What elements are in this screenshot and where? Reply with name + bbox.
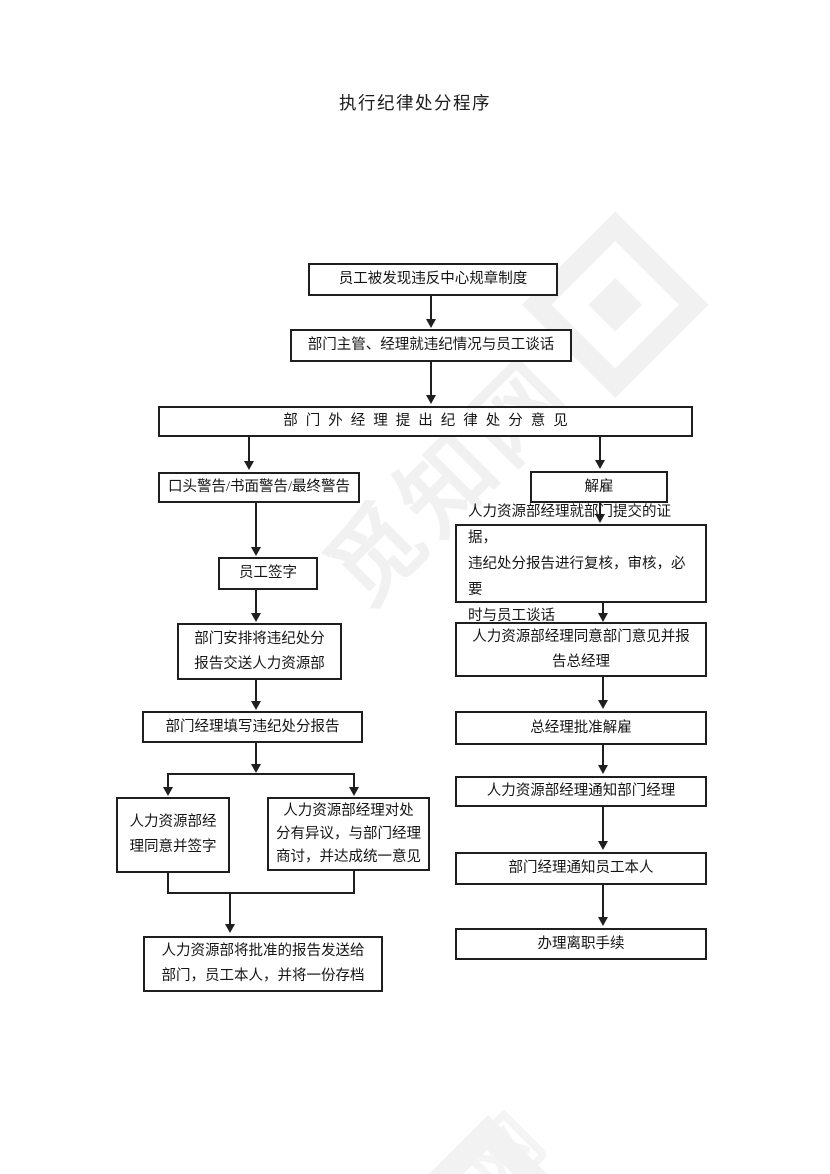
flow-node-fill-report: 部门经理填写违纪处分报告: [142, 711, 363, 743]
arrow-down-icon: [244, 461, 254, 470]
flow-node-hr-notify-dept: 人力资源部经理通知部门经理: [455, 776, 707, 807]
flow-connector: [602, 807, 604, 842]
flow-node-label-line: 部门安排将违纪处分: [194, 630, 325, 647]
watermark-diamond-bottom-icon: [403, 1115, 573, 1174]
arrow-down-icon: [225, 924, 235, 933]
flow-node-talk: 部门主管、经理就违纪情况与员工谈话: [290, 329, 572, 362]
flow-node-label-line: 分有异议，与部门经理: [276, 825, 421, 842]
arrow-down-icon: [163, 787, 173, 796]
flow-node-hr-review: 人力资源部经理就部门提交的证据， 违纪处分报告进行复核，审核，必要 时与员工谈话: [455, 504, 707, 624]
flow-node-warning: 口头警告/书面警告/最终警告: [158, 472, 360, 503]
arrow-down-icon: [598, 917, 608, 926]
arrow-down-icon: [349, 787, 359, 796]
flow-node-label: 解雇: [584, 478, 614, 495]
flow-node-label: 部门主管、经理就违纪情况与员工谈话: [307, 337, 555, 353]
flow-connector: [167, 773, 169, 788]
arrow-down-icon: [598, 700, 608, 709]
arrow-down-icon: [426, 319, 436, 328]
arrow-down-icon: [595, 460, 605, 469]
flow-node-label: 部门外经理提出纪律处分意见: [283, 413, 576, 429]
flow-connector: [602, 603, 604, 614]
flow-node-label-line: 部门，员工本人，并将一份存档: [161, 968, 365, 984]
flow-node-hr-object: 人力资源部经理对处 分有异议，与部门经理 商讨，并达成统一意见: [267, 797, 430, 871]
flow-node-gm-approve: 总经理批准解雇: [455, 711, 707, 745]
flow-node-dismiss: 解雇: [530, 471, 668, 503]
watermark-diamond-inner: [588, 277, 643, 332]
flow-connector: [167, 892, 355, 894]
flow-node-label: 口头警告/书面警告/最终警告: [167, 479, 351, 495]
flow-connector: [602, 677, 604, 701]
flow-connector: [430, 296, 432, 320]
flow-node-label: 部门经理通知员工本人: [508, 860, 654, 876]
flow-node-hr-agree: 人力资源部经 理同意并签字: [116, 797, 230, 873]
flow-node-sign: 员工签字: [218, 557, 318, 590]
flow-node-label-line: 时与员工谈话: [468, 607, 555, 624]
flow-node-propose: 部门外经理提出纪律处分意见: [158, 406, 693, 437]
flow-node-dept-notify-emp: 部门经理通知员工本人: [455, 852, 707, 885]
flow-connector: [229, 892, 231, 925]
flow-connector: [599, 437, 601, 461]
flow-node-label: 部门经理填写违纪处分报告: [165, 718, 340, 735]
flow-connector: [353, 773, 355, 788]
flow-node-label-line: 人力资源部将批准的报告发送给: [161, 943, 365, 959]
arrow-down-icon: [251, 547, 261, 556]
flow-node-label-line: 人力资源部经: [129, 814, 217, 830]
flow-node-label-line: 理同意并签字: [129, 839, 217, 855]
flow-node-hr-distribute: 人力资源部将批准的报告发送给 部门，员工本人，并将一份存档: [143, 936, 383, 992]
flow-node-label-line: 人力资源部经理同意部门意见并报: [472, 628, 690, 645]
flow-connector: [430, 362, 432, 396]
flow-node-label-line: 告总经理: [552, 653, 610, 670]
arrow-down-icon: [251, 764, 261, 773]
flow-connector: [599, 503, 601, 515]
flow-node-label-line: 违纪处分报告进行复核，审核，必要: [468, 555, 686, 598]
flow-connector: [255, 680, 257, 702]
flow-node-leave-procedure: 办理离职手续: [455, 928, 707, 960]
flow-connector: [167, 873, 169, 894]
flow-node-label: 员工签字: [239, 565, 297, 581]
arrow-down-icon: [598, 613, 608, 622]
flow-node-label: 员工被发现违反中心规章制度: [338, 271, 528, 287]
flow-connector: [602, 885, 604, 918]
arrow-down-icon: [598, 765, 608, 774]
arrow-down-icon: [251, 701, 261, 710]
arrow-down-icon: [426, 395, 436, 404]
flow-node-hr-report-gm: 人力资源部经理同意部门意见并报 告总经理: [455, 622, 707, 677]
flow-connector: [255, 743, 257, 765]
flow-node-send-report: 部门安排将违纪处分 报告交送人力资源部: [177, 623, 342, 680]
flow-node-label-line: 人力资源部经理对处: [283, 802, 414, 819]
flow-connector: [255, 590, 257, 614]
flow-connector: [353, 871, 355, 894]
flow-node-label: 办理离职手续: [537, 935, 625, 952]
arrow-down-icon: [595, 514, 605, 523]
arrow-down-icon: [598, 841, 608, 850]
flow-node-label-line: 人力资源部经理就部门提交的证据，: [468, 503, 671, 546]
flow-node-label-line: 商讨，并达成统一意见: [276, 848, 421, 865]
flow-connector: [248, 437, 250, 462]
watermark-diamond-icon: [521, 211, 709, 399]
watermark-text-bottom: 觅知网: [327, 1083, 567, 1174]
flow-connector: [255, 503, 257, 548]
flow-node-violation: 员工被发现违反中心规章制度: [308, 263, 558, 296]
flow-connector: [167, 773, 355, 775]
arrow-down-icon: [251, 613, 261, 622]
flow-node-label: 人力资源部经理通知部门经理: [486, 783, 676, 799]
flow-connector: [602, 745, 604, 766]
flow-node-label: 总经理批准解雇: [530, 719, 632, 736]
flow-node-label-line: 报告交送人力资源部: [194, 655, 325, 672]
page-title: 执行纪律处分程序: [339, 93, 491, 113]
